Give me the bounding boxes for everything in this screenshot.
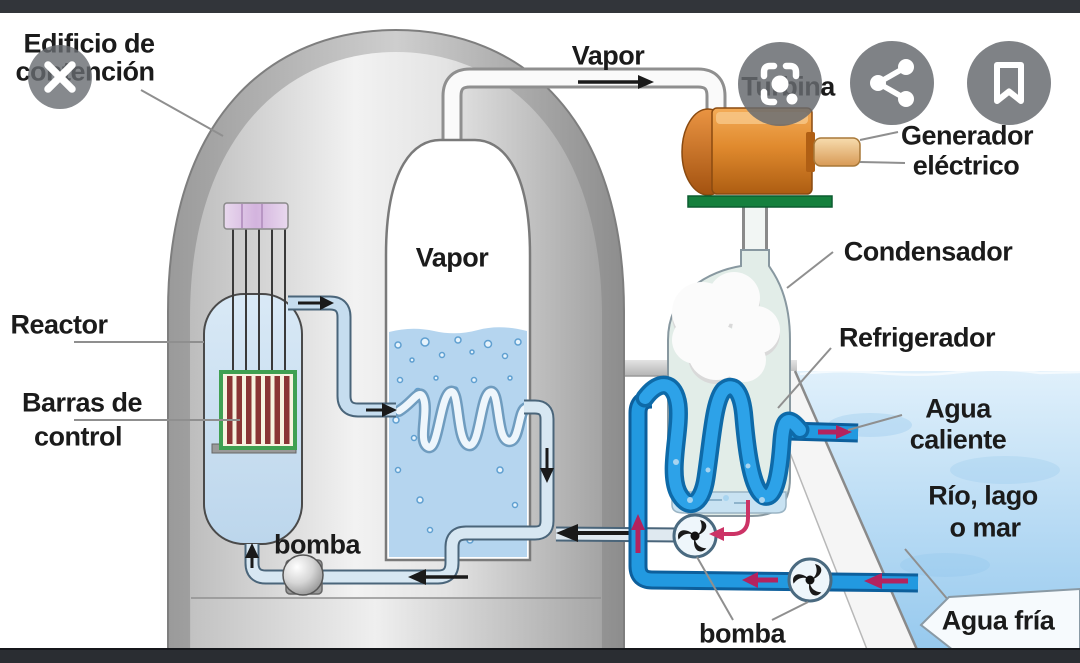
label-vapor-generator: Vapor: [415, 242, 489, 273]
label-vapor-top: Vapor: [571, 40, 645, 71]
condensate-drops: [673, 459, 765, 503]
turbine-platform: [687, 195, 833, 208]
heat-exchanger-coil: [393, 385, 532, 453]
cooling-water-loop: [628, 375, 919, 603]
label-leader-lines: [74, 89, 950, 621]
label-condensador: Condensador: [843, 236, 1013, 267]
label-rio-line2: o mar: [949, 512, 1021, 543]
steam-generator: [384, 138, 532, 562]
label-bomba-containment: bomba: [273, 529, 361, 560]
label-agua-fria: Agua fría: [941, 605, 1055, 636]
label-rio-line1: Río, lago: [928, 480, 1038, 511]
containment-pump: [282, 554, 324, 596]
steam-pipe: [441, 67, 727, 148]
refrigerator-coil: [635, 375, 810, 513]
google-lens-icon: [760, 62, 800, 106]
steam-cloud: [672, 272, 780, 384]
steam-flow-arrow: [578, 75, 654, 89]
primary-flow-arrows: [245, 296, 630, 585]
label-generador-line2: eléctrico: [912, 150, 1020, 181]
label-barras-line2: control: [34, 421, 123, 452]
label-agua-caliente-line1: Agua: [925, 393, 991, 424]
share-icon: [870, 59, 914, 107]
turbine: [681, 107, 861, 264]
condensate-pump: [672, 513, 718, 559]
share-button[interactable]: [850, 41, 934, 125]
primary-coolant-loop: [244, 295, 681, 596]
control-rods-assembly: [219, 370, 297, 450]
label-generador-line1: Generador: [900, 120, 1034, 151]
bookmark-icon: [994, 62, 1024, 104]
label-bomba-cooling: bomba: [698, 618, 786, 649]
bottom-letterbox-bar: [0, 648, 1080, 663]
close-button[interactable]: [28, 45, 92, 109]
label-reactor: Reactor: [10, 309, 108, 340]
label-agua-caliente-line2: caliente: [909, 424, 1007, 455]
reactor-vessel: [203, 202, 303, 545]
control-rod-cap: [223, 202, 289, 230]
cooling-pump: [787, 557, 833, 603]
google-lens-button[interactable]: [738, 42, 822, 126]
bookmark-button[interactable]: [967, 41, 1051, 125]
generator-shaft: [813, 137, 861, 167]
label-barras-line1: Barras de: [21, 387, 143, 418]
top-letterbox-bar: [0, 0, 1080, 13]
cooling-flow-arrows: [631, 425, 908, 589]
close-icon: [44, 61, 76, 93]
label-refrigerador: Refrigerador: [838, 322, 996, 353]
